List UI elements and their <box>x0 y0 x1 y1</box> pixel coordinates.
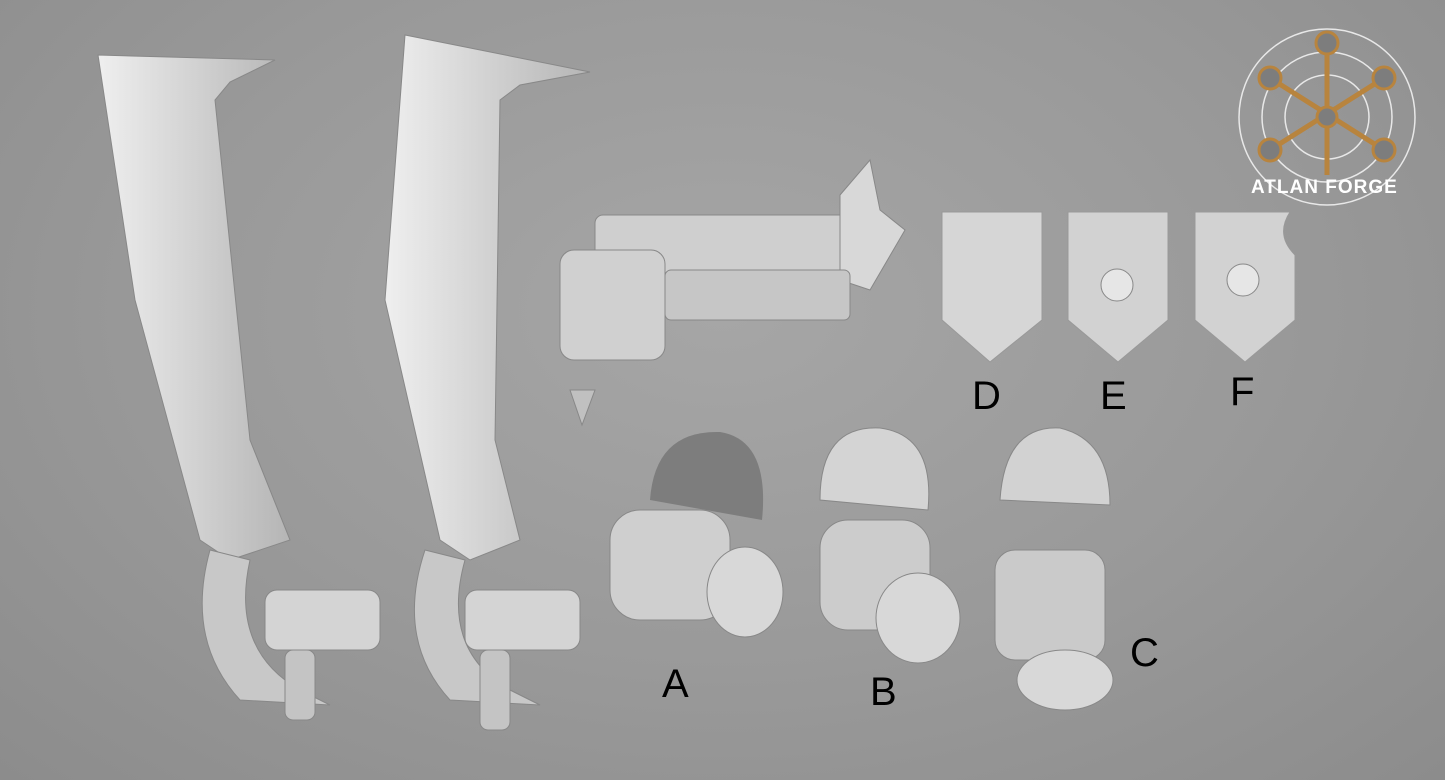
label-f: F <box>1230 370 1255 414</box>
logo-text: ATLAN FORGE <box>1251 177 1398 198</box>
atlan-forge-logo <box>1238 28 1416 206</box>
label-d: D <box>972 374 1001 418</box>
arm-b <box>819 427 961 664</box>
arm-a <box>609 431 784 638</box>
skull-icon <box>1226 263 1260 297</box>
label-e: E <box>1100 374 1127 418</box>
sword-left <box>97 54 381 721</box>
arm-c <box>994 427 1114 711</box>
label-b: B <box>870 670 897 714</box>
label-c: C <box>1130 631 1159 675</box>
sword-right <box>384 34 591 731</box>
shield-d <box>941 211 1043 363</box>
gun-with-hand <box>559 158 906 427</box>
label-a: A <box>662 662 689 706</box>
skull-icon <box>1100 268 1134 302</box>
